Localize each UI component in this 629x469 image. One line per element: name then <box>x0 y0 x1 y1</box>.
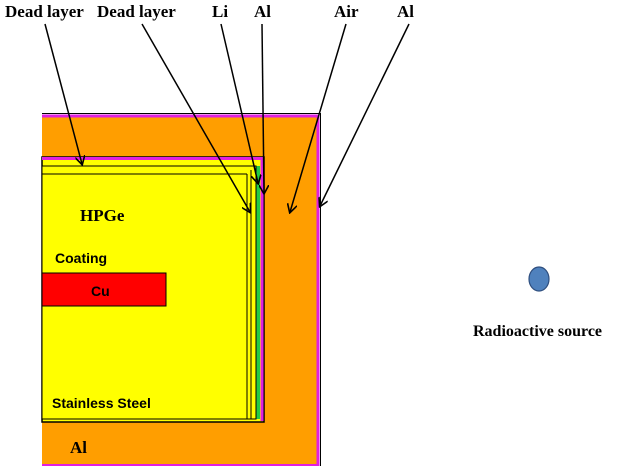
label-radioactive-source: Radioactive source <box>473 323 602 340</box>
arrow-al-top <box>262 23 264 193</box>
arrow-dead-layer-2 <box>141 23 250 212</box>
label-al-top: Al <box>254 2 271 21</box>
label-cu: Cu <box>91 283 110 299</box>
copper-block <box>41 272 167 307</box>
arrow-air <box>290 23 347 212</box>
label-li: Li <box>212 2 228 21</box>
radioactive-source-dot <box>528 266 550 292</box>
outer-black-edge <box>42 113 321 466</box>
label-al-right: Al <box>397 2 414 21</box>
arrow-dead-layer-1 <box>44 23 82 164</box>
label-dead-layer-2: Dead layer <box>97 2 176 21</box>
label-al-bottom: Al <box>70 438 87 457</box>
arrow-li <box>220 23 258 183</box>
arrow-al-right <box>320 23 410 206</box>
li-layer <box>256 166 260 419</box>
label-stainless-steel: Stainless Steel <box>52 395 151 411</box>
label-coating: Coating <box>55 250 107 266</box>
inner-pink-border <box>42 157 264 421</box>
label-hpge: HPGe <box>80 206 125 225</box>
label-dead-layer-1: Dead layer <box>5 2 84 21</box>
label-air: Air <box>334 2 359 21</box>
